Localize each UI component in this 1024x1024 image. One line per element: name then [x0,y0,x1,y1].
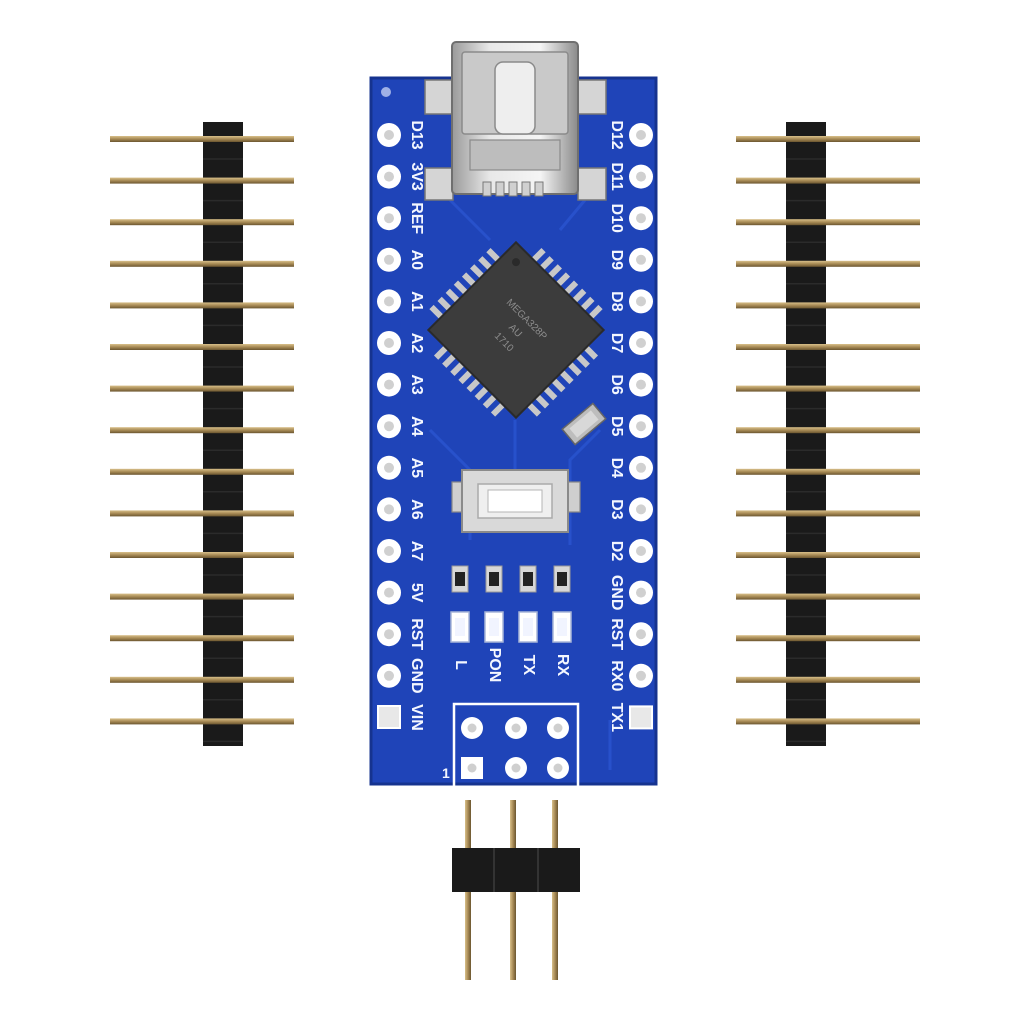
left-pin-label: A1 [408,291,425,312]
left-header-pin [110,593,294,600]
crystal-oscillator [561,402,607,446]
left-header-pin [110,136,294,142]
left-header-pin [110,427,294,434]
right-pin-label: D10 [608,204,625,233]
left-pin-label: GND [408,658,425,694]
right-pin-label: D2 [608,541,625,562]
left-header-pin [110,177,294,184]
led-label: RX [554,654,571,677]
left-pin-label: A4 [408,416,425,437]
left-header-pin [110,219,294,226]
left-pin-label: VIN [408,704,425,731]
mounting-dot [381,87,391,97]
usb-connector [424,41,607,201]
left-square-pad [377,705,401,729]
right-header-pin [736,593,920,600]
right-pin-label: RX0 [608,660,625,691]
right-header-pin [736,552,920,558]
icsp-header-pads: 1 [442,702,580,792]
left-pin-label: D13 [408,120,425,149]
right-header-pin [736,302,920,309]
left-header-pin [110,385,294,392]
right-header-pin [736,510,920,517]
left-pin-label: 5V [408,583,425,603]
left-header-pin [110,676,294,683]
microcontroller-chip: MEGA328P AU 1710 [426,240,606,420]
right-pin-label: D3 [608,499,625,520]
right-header-pin [736,219,920,226]
left-pin-label: REF [408,202,425,234]
right-header-pin [736,260,920,267]
right-header-pin [736,676,920,683]
right-header-pin [736,635,920,642]
left-header-pin [110,635,294,642]
left-header-housing [203,122,243,746]
right-pin-label: D12 [608,120,625,149]
right-header-pin [736,718,920,725]
left-header-pin [110,302,294,309]
right-pin-label: TX1 [608,703,625,732]
left-header-pin [110,468,294,475]
right-pin-label: D9 [608,250,625,271]
reset-button[interactable] [451,469,581,533]
left-pin-label: A2 [408,333,425,354]
icsp-pin1-label: 1 [442,765,450,781]
right-pin-label: RST [608,618,625,650]
right-header-pin [736,177,920,184]
right-pin-label: D6 [608,374,625,395]
left-pin-label: RST [408,618,425,650]
right-pin-header [736,122,920,746]
right-pin-label: GND [608,575,625,611]
left-header-pin [110,260,294,267]
left-pin-header [110,122,294,746]
left-header-pin [110,510,294,517]
left-pin-label: A3 [408,374,425,395]
right-pin-label: D8 [608,291,625,312]
left-pin-label: 3V3 [408,162,425,191]
right-header-pin [736,385,920,392]
right-pin-label: D7 [608,333,625,354]
left-header-pin [110,718,294,725]
right-pin-label: D4 [608,458,625,479]
right-header-pin [736,468,920,475]
right-header-pin [736,427,920,434]
right-header-pin [736,136,920,142]
led-label: TX [520,655,537,676]
left-header-pin [110,552,294,558]
led-label: PON [486,648,503,683]
left-pin-label: A7 [408,541,425,562]
right-pad [629,705,653,730]
led-label: L [452,660,469,670]
left-pin-label: A5 [408,458,425,479]
right-header-pin [736,344,920,350]
right-pin-label: D11 [608,162,625,191]
left-pin-label: A6 [408,499,425,520]
left-header-pin [110,344,294,350]
right-header-housing [786,122,826,746]
right-pin-label: D5 [608,416,625,437]
bottom-header-housing [452,848,580,892]
left-pin-label: A0 [408,250,425,271]
bottom-pin-header [452,800,580,980]
